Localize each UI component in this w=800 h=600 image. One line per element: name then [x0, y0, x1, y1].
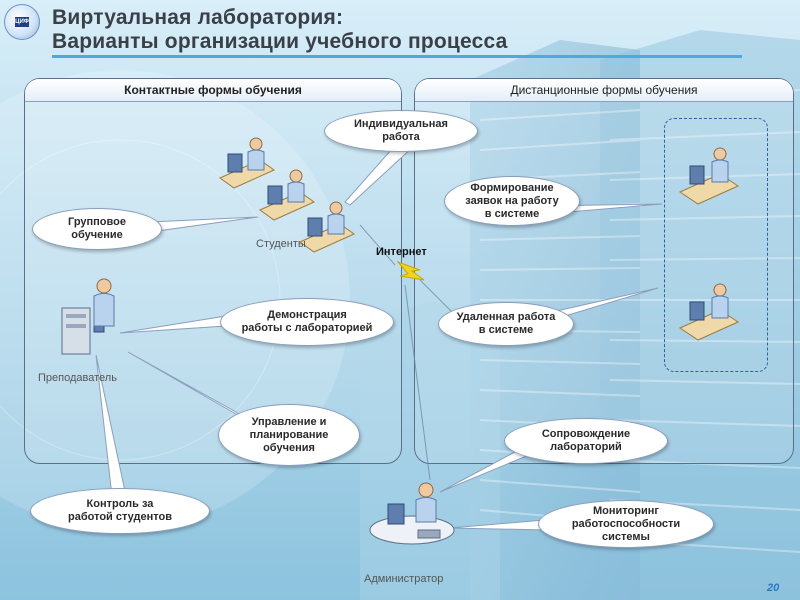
- tail-management: [127, 351, 251, 423]
- student-2-icon: [259, 169, 315, 221]
- teacher-label: Преподаватель: [38, 372, 117, 384]
- administrator-icon: [369, 482, 455, 545]
- internet-label: Интернет: [376, 246, 427, 258]
- student-3-icon: [299, 201, 355, 253]
- callout-group-learning: Групповое обучение: [32, 208, 162, 250]
- tail-demo: [119, 315, 227, 334]
- page-number: 20: [767, 582, 780, 594]
- administrator-label: Администратор: [364, 573, 444, 585]
- callout-student-control: Контроль за работой студентов: [30, 488, 210, 534]
- tail-monitoring: [449, 519, 549, 531]
- callout-management-planning: Управление и планирование обучения: [218, 404, 360, 466]
- callout-individual-work: Индивидуальная работа: [324, 110, 478, 152]
- contact-forms-header: Контактные формы обучения: [25, 79, 401, 102]
- callout-remote-work: Удаленная работа в системе: [438, 302, 574, 346]
- internet-bolt-icon: [396, 260, 425, 281]
- callout-lab-support: Сопровождение лабораторий: [504, 418, 668, 464]
- student-1-icon: [219, 137, 275, 189]
- remote-user-2-icon: [678, 283, 740, 341]
- remote-user-1-icon: [678, 147, 740, 205]
- teacher-icon: [61, 278, 115, 355]
- logo-mark: ЦИФ: [15, 17, 29, 27]
- callout-request-forming: Формирование заявок на работу в системе: [444, 176, 580, 226]
- students-label: Студенты: [256, 238, 306, 250]
- page-title: Виртуальная лаборатория: Варианты органи…: [52, 6, 508, 54]
- callout-lab-demo: Демонстрация работы с лабораторией: [220, 298, 394, 346]
- title-line-2: Варианты организации учебного процесса: [52, 30, 508, 53]
- distance-forms-header: Дистанционные формы обучения: [415, 79, 793, 102]
- students-workstations: [219, 137, 355, 253]
- title-underline: [52, 55, 742, 58]
- remote-users-group: [664, 118, 768, 372]
- logo: ЦИФ: [4, 4, 40, 40]
- title-line-1: Виртуальная лаборатория:: [52, 6, 344, 29]
- distance-forms-panel: Дистанционные формы обучения: [414, 78, 794, 464]
- callout-system-monitoring: Мониторинг работоспособности системы: [538, 500, 714, 548]
